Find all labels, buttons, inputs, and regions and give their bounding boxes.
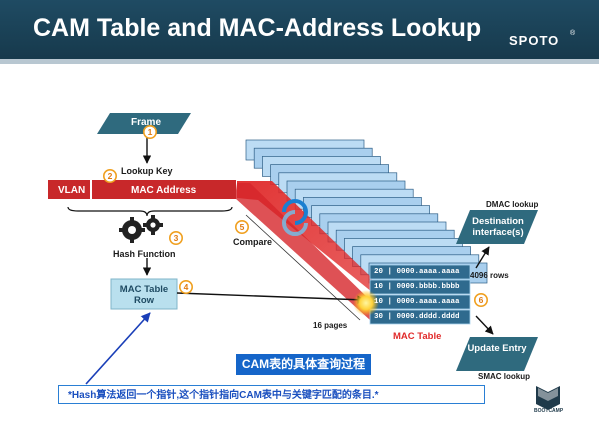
note-pointer-arrow [85, 312, 151, 385]
mac-table-label: MAC Table [393, 331, 442, 342]
smac-arrow [475, 315, 494, 335]
dmac-arrow [475, 246, 490, 269]
hash-function-label: Hash Function [113, 249, 176, 259]
mac-row [369, 309, 471, 325]
brand-logo: SPOTO [509, 33, 560, 48]
bootcamp-logo [536, 386, 560, 410]
svg-text:2: 2 [108, 171, 113, 181]
frame-label: Frame [130, 117, 161, 128]
svg-text:5: 5 [240, 222, 245, 232]
mac-address-label: MAC Address [131, 185, 197, 196]
mac-row-text: 20 | 0000.aaaa.aaaa [374, 268, 460, 276]
mac-row [369, 264, 471, 280]
update-entry-label: Update Entry [467, 343, 527, 354]
step-marker: 3 [169, 231, 184, 246]
hash-gear-icon [119, 215, 163, 243]
title-bar: CAM Table and MAC-Address Lookup SPOTO ® [0, 0, 599, 64]
mac-row-text: 10 | 0000.aaaa.aaaa [374, 298, 460, 306]
pages-label: 16 pages [313, 321, 348, 330]
update-entry-shape [456, 337, 538, 371]
step-marker: 6 [473, 292, 488, 307]
match-glow [353, 290, 379, 316]
compare-swirl-icon [282, 199, 308, 236]
step-markers: 1 2 3 4 5 6 [103, 125, 488, 307]
slide-title: CAM Table and MAC-Address Lookup [33, 14, 482, 42]
destination-label: Destination interface(s) [472, 216, 524, 238]
lookup-beam-wide [235, 183, 370, 320]
hash-note: *Hash算法返回一个指针,这个指针指向CAM表中与关键字匹配的条目.* [58, 385, 485, 404]
frame-shape [97, 113, 191, 134]
step-marker: 5 [235, 220, 250, 235]
rows-label: 4096 rows [470, 271, 509, 280]
vlan-label: VLAN [58, 185, 86, 196]
lookup-key-brace [67, 206, 233, 217]
caption-box: CAM表的具体查询过程 [236, 354, 371, 375]
svg-text:1: 1 [148, 127, 153, 137]
mac-table-row-label: MAC Table Row [119, 284, 169, 306]
mac-row-text: 10 | 0000.bbbb.bbbb [374, 283, 460, 291]
smac-lookup-label: SMAC lookup [478, 372, 530, 381]
svg-text:4: 4 [184, 282, 189, 292]
mac-row-text: 30 | 0000.dddd.dddd [374, 313, 460, 321]
destination-shape [456, 210, 538, 244]
svg-text:6: 6 [479, 295, 484, 305]
registered-mark: ® [570, 30, 576, 37]
title-accent-line [0, 59, 599, 64]
bootcamp-logo-text: BOOTCAMP [534, 408, 564, 414]
step-marker: 1 [143, 125, 158, 140]
mac-table-row-box [110, 278, 178, 310]
row-pointer-arrow [176, 292, 366, 304]
vlan-field [48, 180, 90, 199]
dmac-lookup-label: DMAC lookup [486, 200, 539, 209]
mac-table-rows [369, 264, 471, 325]
svg-text:3: 3 [174, 233, 179, 243]
mac-address-field [92, 180, 236, 199]
pages-dimension-line [245, 214, 361, 321]
compare-label: Compare [233, 237, 273, 247]
lookup-key-label: Lookup Key [121, 166, 173, 176]
mac-row [369, 279, 471, 295]
step-marker: 2 [103, 169, 118, 184]
step-marker: 4 [179, 279, 194, 294]
